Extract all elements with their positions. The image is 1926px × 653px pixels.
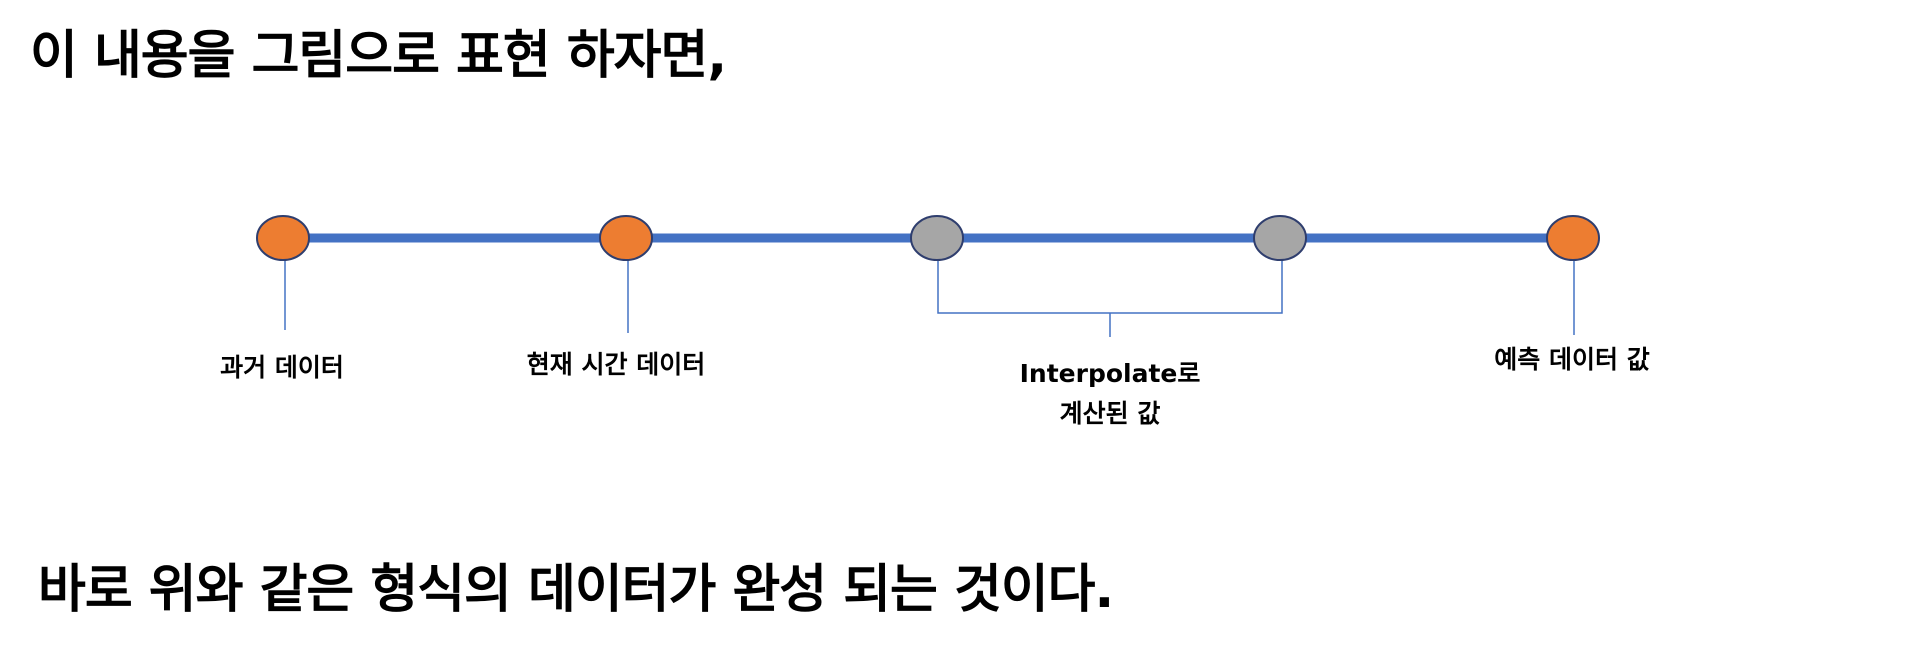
label-current: 현재 시간 데이터 — [527, 345, 705, 385]
bottom-heading: 바로 위와 같은 형식의 데이터가 완성 되는 것이다. — [38, 560, 1114, 620]
label-interpolated-line1: Interpolate로 — [1019, 359, 1201, 388]
label-current-text: 현재 시간 데이터 — [526, 350, 706, 379]
label-past-text: 과거 데이터 — [220, 353, 344, 382]
label-prediction-text: 예측 데이터 값 — [1494, 345, 1650, 374]
label-interpolated: Interpolate로 계산된 값 — [1020, 354, 1201, 434]
node-past — [256, 215, 310, 261]
bracket-interpolated — [937, 258, 1283, 337]
label-interpolated-line2: 계산된 값 — [1059, 399, 1161, 428]
top-heading: 이 내용을 그림으로 표현 하자면, — [30, 26, 727, 86]
label-prediction: 예측 데이터 값 — [1494, 340, 1649, 380]
node-current — [599, 215, 653, 261]
node-interpolated-1 — [910, 215, 964, 261]
node-prediction — [1546, 215, 1600, 261]
label-past: 과거 데이터 — [220, 348, 344, 388]
node-interpolated-2 — [1253, 215, 1307, 261]
